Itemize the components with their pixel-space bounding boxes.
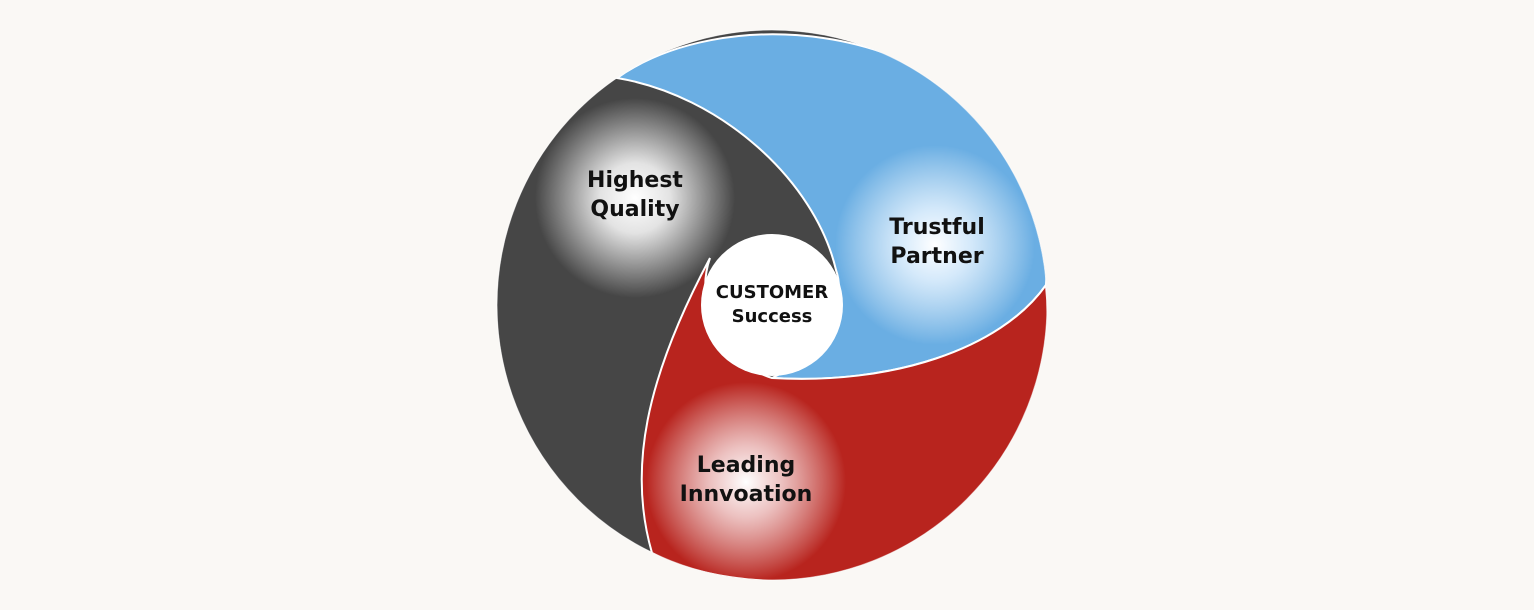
glow-quality — [535, 98, 735, 298]
label-line: Leading — [696, 453, 796, 478]
label-trustful-partner: Trustful Partner — [889, 213, 985, 271]
label-line: Highest — [587, 168, 683, 193]
center-circle — [701, 234, 843, 376]
label-line: Success — [731, 306, 813, 327]
label-line: Partner — [890, 244, 984, 269]
label-line: Quality — [590, 197, 680, 222]
label-line: CUSTOMER — [715, 282, 829, 303]
label-leading-innovation: Leading Innvoation — [680, 451, 813, 509]
glow-innovation — [646, 382, 846, 580]
label-line: Innvoation — [679, 482, 813, 507]
glow-partner — [835, 145, 1035, 345]
label-customer-success: CUSTOMER Success — [716, 281, 828, 329]
label-line: Trustful — [889, 215, 985, 240]
label-highest-quality: Highest Quality — [587, 166, 683, 224]
